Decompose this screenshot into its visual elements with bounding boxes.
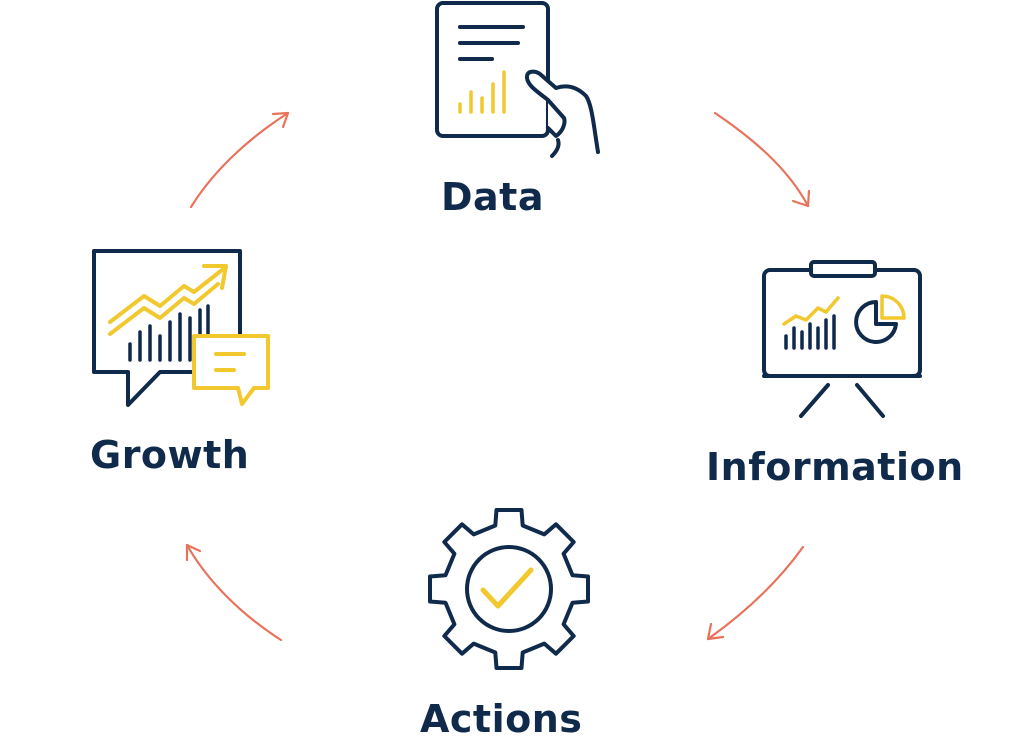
arrow-information-to-actions bbox=[706, 545, 805, 641]
node-label-information: Information bbox=[706, 445, 964, 489]
arrow-data-to-information bbox=[713, 111, 811, 208]
arrow-growth-to-data bbox=[189, 111, 290, 209]
gear-check-icon bbox=[428, 508, 590, 670]
presentation-board-icon bbox=[762, 260, 922, 418]
node-label-data: Data bbox=[441, 175, 544, 219]
node-label-growth: Growth bbox=[90, 433, 250, 477]
node-label-actions: Actions bbox=[420, 697, 583, 741]
document-chart-hand-icon bbox=[435, 1, 600, 158]
arrow-actions-to-growth bbox=[185, 543, 283, 642]
growth-chart-chat-icon bbox=[92, 249, 270, 407]
